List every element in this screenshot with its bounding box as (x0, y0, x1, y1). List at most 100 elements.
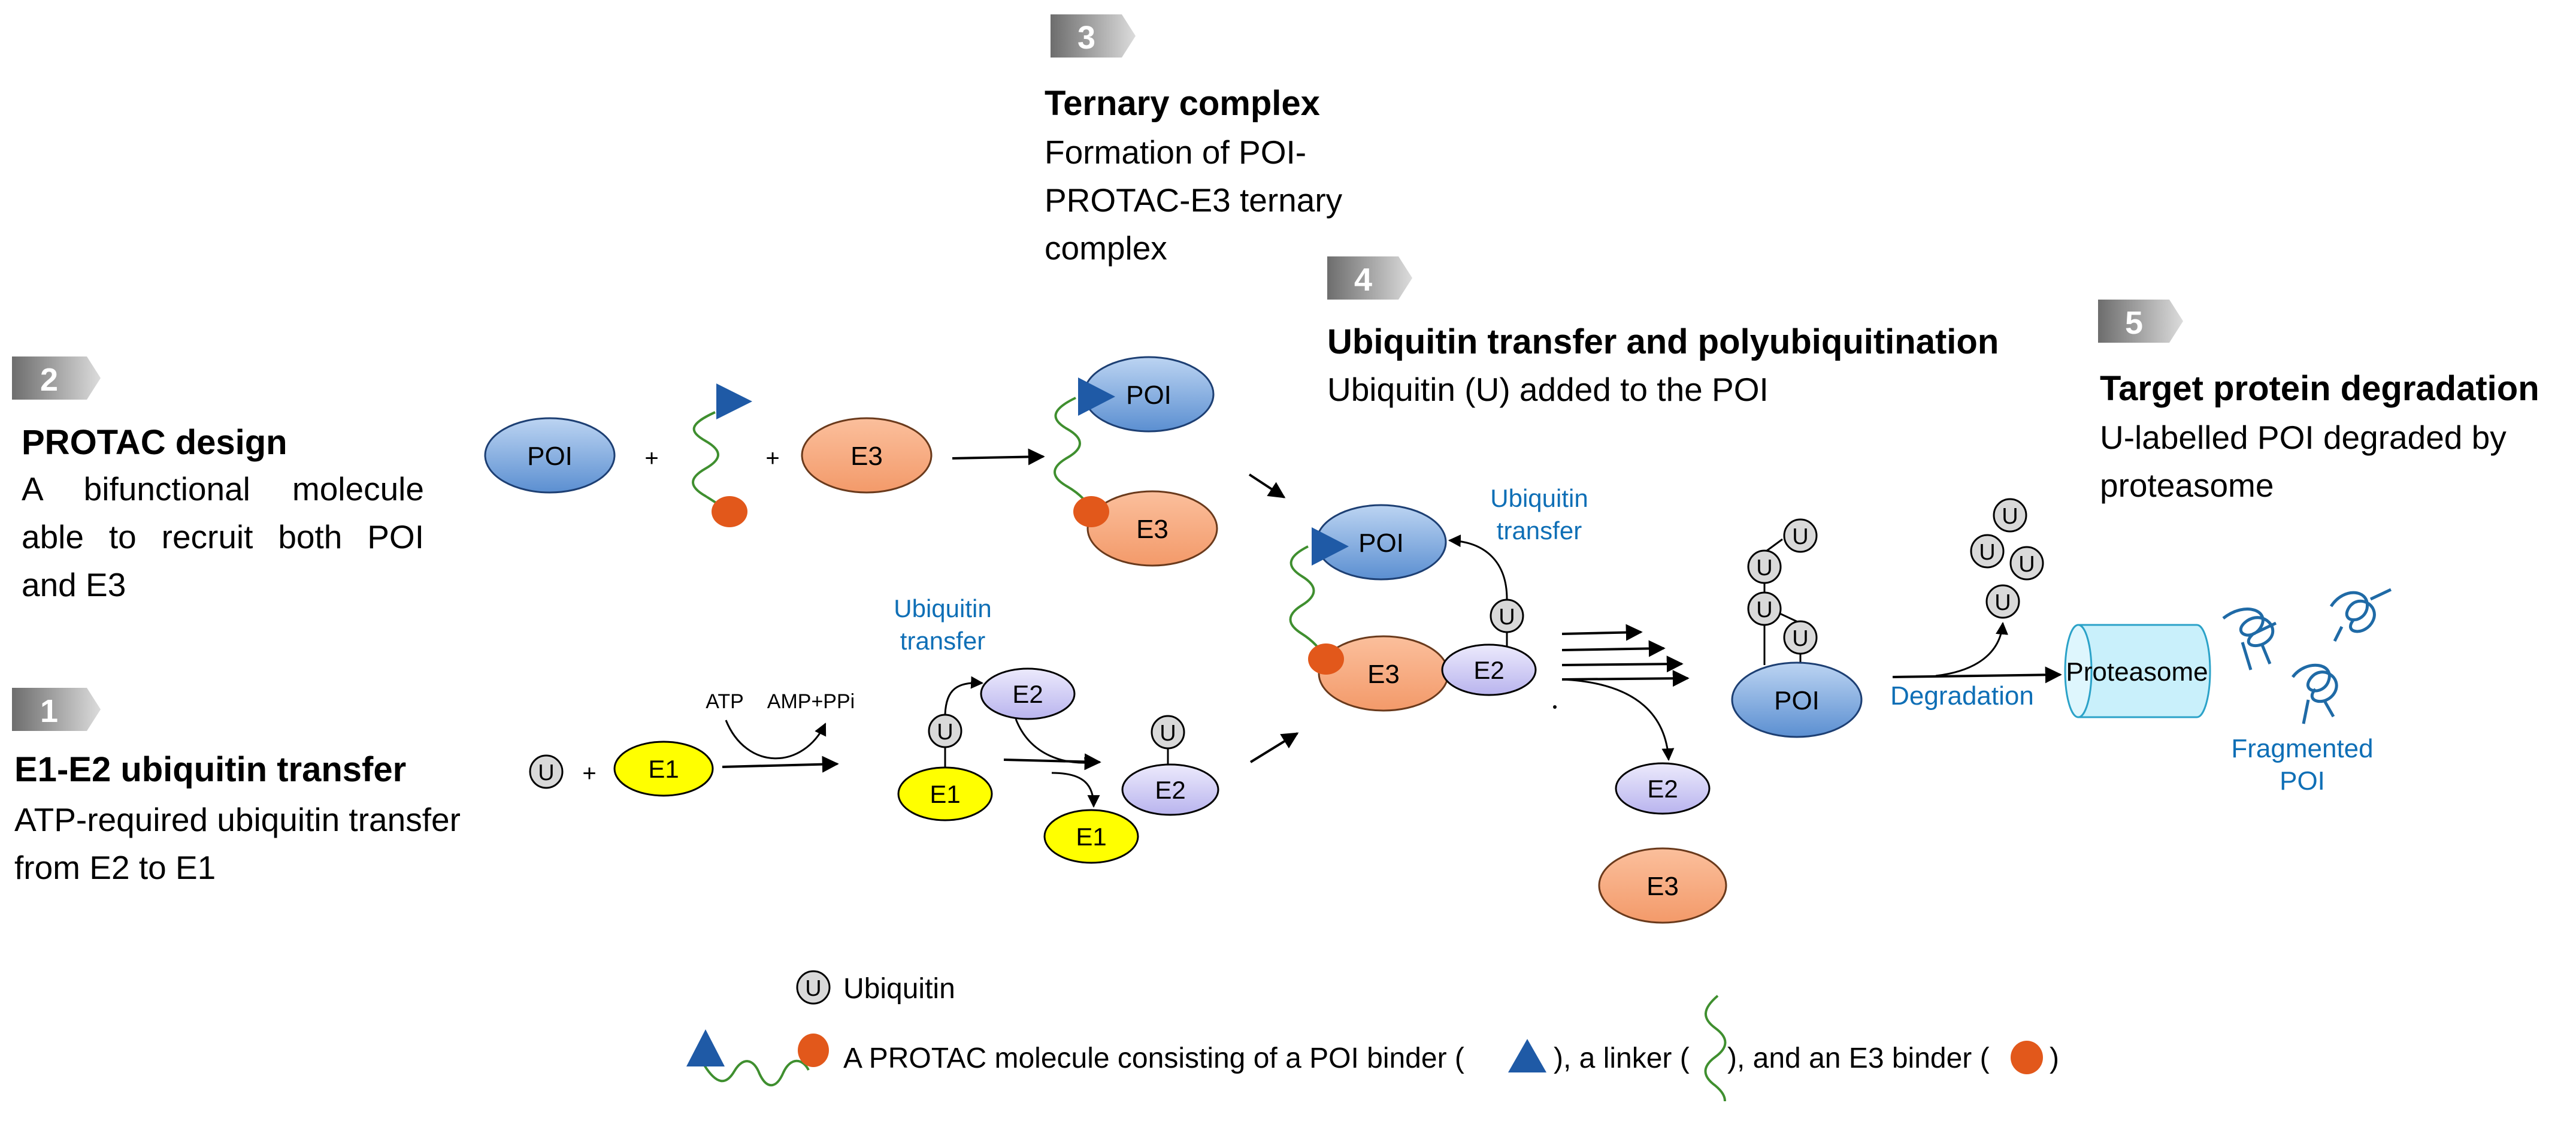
protac-molecule (692, 383, 752, 527)
fragmented-poi-icon (2222, 588, 2392, 724)
poi-binder-icon (716, 383, 752, 419)
ubiquitin-release-curve (1935, 621, 2008, 677)
svg-text:U: U (805, 976, 821, 1001)
svg-text:E2: E2 (1155, 776, 1185, 804)
step-description-3: Formation of POI-PROTAC-E3 ternary compl… (1045, 134, 1343, 267)
atp-curve-arrow (725, 720, 827, 760)
e2-enzyme: E2 (980, 667, 1076, 720)
svg-text:E3: E3 (1136, 515, 1169, 544)
svg-text:E1: E1 (1076, 823, 1106, 851)
e3-binder-icon (2011, 1041, 2043, 1074)
svg-text:POI: POI (527, 442, 573, 471)
svg-text:U: U (1979, 540, 1995, 565)
plus-sign: + (644, 445, 658, 472)
svg-text:E2: E2 (1473, 656, 1504, 684)
svg-text:U: U (937, 720, 953, 745)
svg-text:E3: E3 (850, 442, 883, 471)
e1-ub-complex: U E1 (897, 714, 993, 821)
step-description-1: ATP-required ubiquitin transfer from E2 … (14, 801, 461, 886)
amp-ppi-label: AMP+PPi (767, 690, 855, 713)
step-tag-4: 4 (1327, 256, 1412, 300)
svg-text:E3: E3 (1367, 660, 1400, 689)
svg-text:E1: E1 (930, 780, 960, 808)
step-description-4: Ubiquitin (U) added to the POI (1327, 371, 1769, 408)
svg-text:U: U (1792, 524, 1808, 549)
plus-sign: + (582, 760, 596, 787)
ubiquitin-transfer-curve (944, 676, 984, 715)
e3-binder-icon (712, 496, 747, 527)
svg-text:U: U (1756, 555, 1772, 581)
dot (1553, 705, 1557, 709)
fragmented-poi-label: Fragmented (2231, 734, 2373, 763)
ubiquitin-transfer-label: transfer (1497, 516, 1582, 545)
svg-text:U: U (2018, 552, 2035, 577)
svg-text:U: U (2002, 504, 2018, 529)
poi-free: POI (484, 417, 616, 494)
ubiquitin-transfer-label: Ubiquitin (894, 594, 991, 623)
ubiquitin-transfer-label: transfer (900, 627, 985, 655)
svg-text:U: U (1756, 597, 1772, 623)
legend-protac-icon (686, 1029, 829, 1087)
svg-text:E1: E1 (648, 755, 679, 783)
legend-protac-text: ) (2050, 1043, 2059, 1074)
step-title-5: Target protein degradation (2100, 369, 2539, 408)
e2-released: E2 (1615, 762, 1711, 815)
e3-free: E3 (801, 417, 933, 494)
legend-protac-text: A PROTAC molecule consisting of a POI bi… (843, 1043, 1464, 1074)
arrow (1249, 732, 1299, 763)
step-number-4: 4 (1354, 262, 1372, 298)
linker-icon (1704, 995, 1727, 1102)
svg-text:U: U (538, 760, 554, 785)
poi-binder-icon (1078, 377, 1115, 416)
legend-protac-text: ), and an E3 binder ( (1727, 1043, 1990, 1074)
poi-binder-icon (686, 1029, 725, 1066)
svg-text:E2: E2 (1647, 775, 1678, 803)
step-number-5: 5 (2125, 305, 2143, 341)
polyubiquitination-complex: POI E3 U E2 (1289, 504, 1537, 712)
svg-text:U: U (1994, 590, 2011, 615)
e3-binder-icon (1073, 496, 1109, 527)
e3-released: E3 (1598, 847, 1727, 924)
step-tag-5: 5 (2098, 300, 2183, 343)
step-title-1: E1-E2 ubiquitin transfer (14, 750, 407, 789)
legend-protac-text: ), a linker ( (1554, 1043, 1690, 1074)
step-number-3: 3 (1077, 20, 1095, 56)
svg-text:POI: POI (1774, 686, 1820, 715)
poi-binder-icon (1312, 527, 1349, 566)
legend-ubiquitin: U Ubiquitin (796, 970, 955, 1005)
step-tag-2: 2 (12, 356, 101, 400)
e1-enzyme: E1 (613, 741, 714, 797)
degradation-arrow (1892, 666, 2062, 684)
plus-sign: + (765, 445, 779, 472)
repeat-arrows (1561, 624, 1690, 762)
arrow (1051, 772, 1100, 808)
step-tag-1: 1 (12, 688, 101, 731)
arrow (1003, 753, 1101, 771)
released-ubiquitins: U U U U (1970, 498, 2044, 619)
arrow (722, 756, 839, 773)
step-description-2: A bifunctional molecule able to recruit … (22, 470, 424, 603)
svg-text:U: U (1499, 605, 1515, 630)
svg-text:POI: POI (1126, 380, 1172, 410)
step-number-1: 1 (40, 693, 58, 729)
step-title-2: PROTAC design (22, 423, 287, 462)
e3-binder-icon (1308, 643, 1344, 675)
step-title-4: Ubiquitin transfer and polyubiquitinatio… (1327, 322, 1999, 361)
ubiquitin-transfer-curve (1448, 534, 1508, 600)
e3-binder-icon (798, 1034, 829, 1067)
ubiquitin-transfer-label: Ubiquitin (1490, 484, 1588, 512)
arrow (952, 448, 1045, 466)
proteasome: Proteasome (2064, 624, 2211, 718)
e2-ub-complex: U E2 (1121, 715, 1219, 816)
e1-released: E1 (1043, 809, 1139, 864)
poi-binder-icon (1508, 1039, 1546, 1072)
svg-text:E3: E3 (1646, 872, 1679, 901)
legend-ubiquitin-label: Ubiquitin (843, 973, 955, 1005)
step-title-3: Ternary complex (1045, 84, 1320, 123)
svg-text:U: U (1792, 626, 1808, 651)
arrow (1248, 473, 1286, 498)
fragmented-poi-label: POI (2280, 766, 2325, 796)
atp-label: ATP (706, 690, 744, 713)
